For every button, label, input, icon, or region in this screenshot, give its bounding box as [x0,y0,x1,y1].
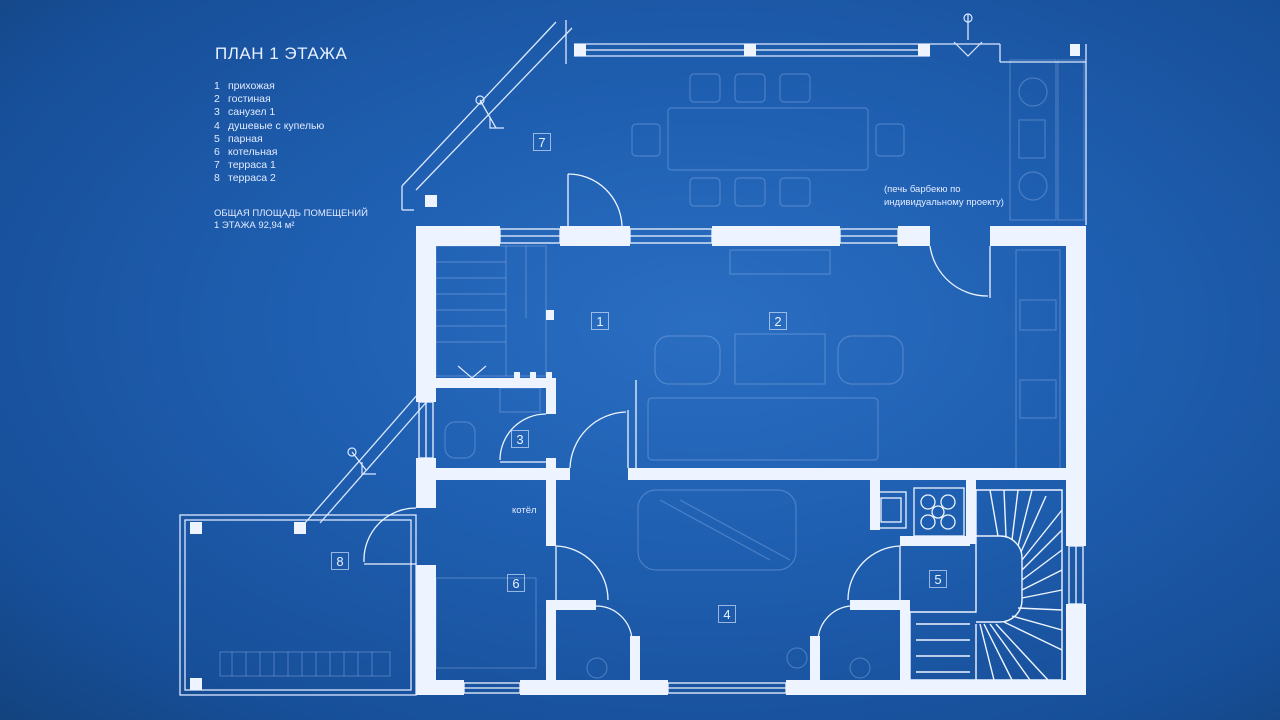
chair [734,73,766,103]
shower-drain [586,657,608,679]
room-label-3: 3 [511,430,529,448]
bbq-grill [1018,119,1046,159]
bbq-oven [1009,59,1057,221]
bbq-note: (печь барбекю по индивидуальному проекту… [884,184,1004,208]
plan-title: ПЛАН 1 ЭТАЖА [215,44,348,63]
walls [416,226,1086,695]
shower-drain [786,647,808,669]
kitchen-counter [1015,249,1061,471]
stove [1019,379,1057,419]
room-label-8: 8 [331,552,349,570]
terrace-bench [219,651,391,677]
coffee-table [734,333,826,385]
stair-block [435,245,547,377]
bbq-counter [1057,59,1085,221]
room-label-5: 5 [929,570,947,588]
plunge-pool [637,489,797,571]
armchair [837,335,904,385]
room-label-6: 6 [507,574,525,592]
boiler-label: котёл [512,505,537,516]
chair [631,123,661,157]
sofa [647,397,879,461]
sink [1019,299,1057,331]
shower-drain [849,657,871,679]
room-label-4: 4 [718,605,736,623]
chair [689,73,721,103]
sauna-heater [875,487,965,537]
furniture-layer [219,59,1085,679]
chair [734,177,766,207]
tv-stand [729,249,831,275]
terrace-posts [190,44,1080,690]
terrace-table [667,107,869,171]
room-label-7: 7 [533,133,551,151]
armchair [654,335,721,385]
room-label-1: 1 [591,312,609,330]
room-label-2: 2 [769,312,787,330]
terrace-2-outline [179,514,417,696]
total-area-note: ОБЩАЯ ПЛОЩАДЬ ПОМЕЩЕНИЙ 1 ЭТАЖА 92,94 м² [214,208,368,231]
chair [779,73,811,103]
washbasin [499,387,541,413]
spiral-staircase [909,489,1063,681]
chair [779,177,811,207]
bbq-burner [1018,171,1048,201]
chair [875,123,905,157]
doors [363,173,991,641]
bbq-burner [1018,77,1048,107]
windows [418,49,1084,694]
toilet [444,421,476,459]
chair [689,177,721,207]
